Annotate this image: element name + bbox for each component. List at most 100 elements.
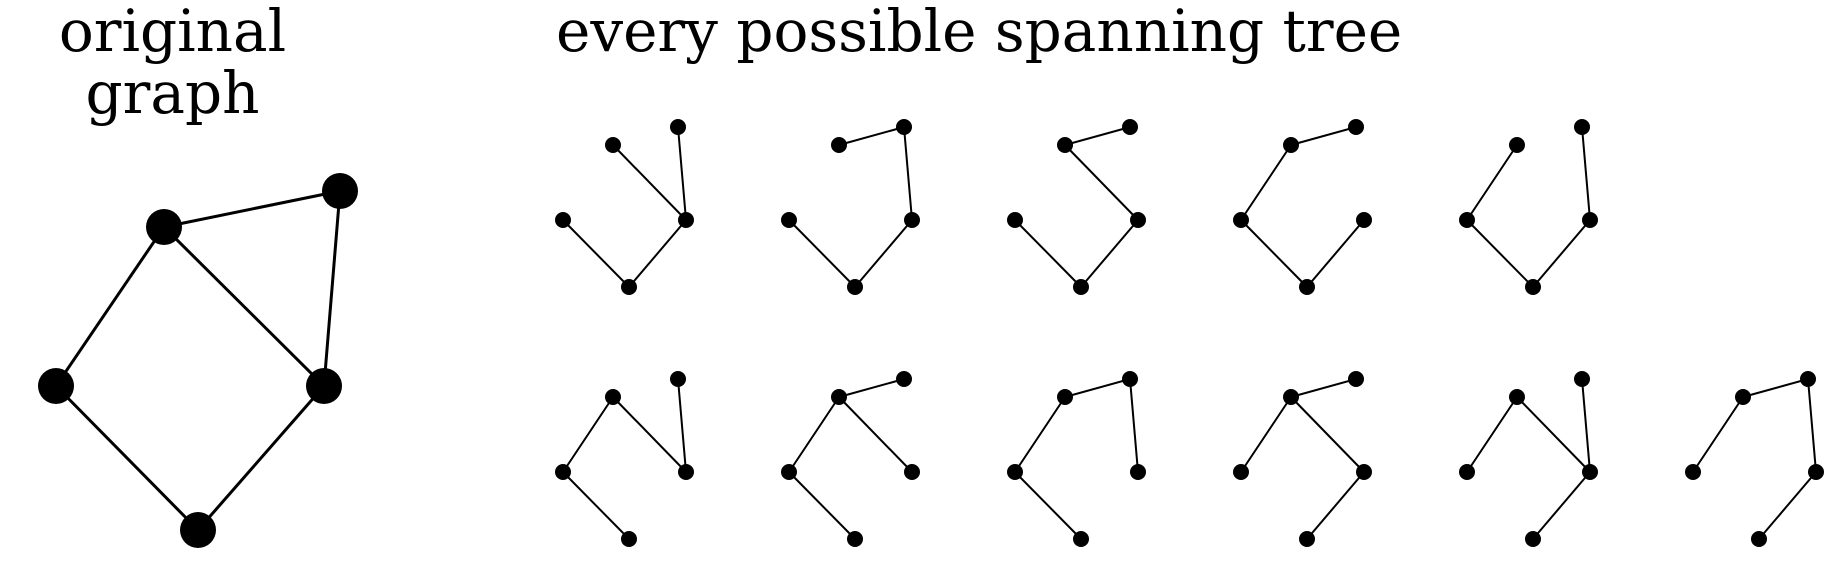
graph-edge-upper-left-right (162, 225, 326, 388)
tree-vertex-left (1459, 212, 1475, 228)
tree-vertex-bottom (1751, 531, 1767, 547)
spanning-tree-5 (1459, 119, 1598, 295)
tree-edge-upper-left-left (562, 396, 614, 473)
tree-vertex-bottom (1073, 531, 1089, 547)
tree-vertex-left (1233, 464, 1249, 480)
tree-edge-upper-left-top-right (1290, 126, 1357, 146)
tree-vertex-top-right (896, 371, 912, 387)
tree-vertex-top-right (1348, 371, 1364, 387)
tree-vertex-bottom (621, 531, 637, 547)
original-graph (38, 173, 358, 548)
spanning-trees-title: every possible spanning tree (556, 0, 1403, 65)
tree-vertex-right (1130, 464, 1146, 480)
tree-edge-upper-left-left (1014, 396, 1066, 473)
tree-vertex-bottom (847, 531, 863, 547)
tree-edge-left-bottom (562, 471, 630, 540)
tree-edge-upper-left-right (1290, 396, 1365, 473)
graph-edge-left-bottom (54, 384, 200, 532)
tree-vertex-right (1808, 464, 1824, 480)
original-graph-title-line2: graph (85, 59, 260, 127)
tree-vertex-left (1685, 464, 1701, 480)
tree-edge-left-bottom (1014, 219, 1082, 288)
tree-vertex-right (904, 464, 920, 480)
tree-vertex-upper-left (1735, 389, 1751, 405)
tree-edge-top-right-right (1129, 378, 1139, 473)
tree-vertex-top-right (1574, 371, 1590, 387)
tree-edge-upper-left-right (1516, 396, 1591, 473)
tree-edge-right-bottom (1306, 471, 1365, 540)
tree-vertex-top-right (1122, 119, 1138, 135)
tree-vertex-right (904, 212, 920, 228)
graph-edge-top-right-right (322, 190, 342, 387)
tree-vertex-right (1356, 212, 1372, 228)
tree-vertex-bottom (1299, 279, 1315, 295)
tree-edge-upper-left-top-right (1064, 378, 1131, 398)
tree-vertex-upper-left (1283, 137, 1299, 153)
tree-edge-right-bottom (854, 219, 913, 288)
tree-edge-top-right-right (903, 126, 913, 221)
tree-edge-upper-left-left (1466, 396, 1518, 473)
tree-vertex-upper-left (605, 389, 621, 405)
tree-vertex-right (1130, 212, 1146, 228)
tree-edge-upper-left-left (1692, 396, 1744, 473)
tree-vertex-bottom (1299, 531, 1315, 547)
tree-vertex-left (781, 464, 797, 480)
tree-edge-top-right-right (1581, 378, 1591, 473)
tree-vertex-right (1356, 464, 1372, 480)
tree-edge-right-bottom (1080, 219, 1139, 288)
tree-vertex-top-right (1800, 371, 1816, 387)
tree-vertex-top-right (896, 119, 912, 135)
spanning-tree-3 (1007, 119, 1146, 295)
tree-vertex-left (555, 464, 571, 480)
tree-edge-right-bottom (1306, 219, 1365, 288)
spanning-tree-2 (781, 119, 920, 295)
tree-vertex-left (1007, 212, 1023, 228)
tree-vertex-left (1459, 464, 1475, 480)
spanning-tree-6 (555, 371, 694, 547)
graph-edge-upper-left-top-right (163, 189, 341, 229)
graph-vertex-left (38, 368, 74, 404)
tree-vertex-left (1233, 212, 1249, 228)
tree-edge-right-bottom (1532, 471, 1591, 540)
tree-vertex-top-right (1574, 119, 1590, 135)
graph-vertex-top-right (322, 173, 358, 209)
tree-vertex-upper-left (831, 137, 847, 153)
tree-edge-upper-left-right (1064, 144, 1139, 221)
tree-edge-upper-left-top-right (838, 126, 905, 146)
original-graph-title: original graph (0, 0, 345, 124)
tree-vertex-upper-left (1057, 389, 1073, 405)
tree-vertex-left (1007, 464, 1023, 480)
tree-edge-right-bottom (1758, 471, 1817, 540)
tree-edge-right-bottom (1532, 219, 1591, 288)
tree-vertex-top-right (670, 371, 686, 387)
graph-vertex-upper-left (146, 209, 182, 245)
tree-vertex-left (781, 212, 797, 228)
original-graph-title-line1: original (58, 0, 287, 65)
tree-edge-upper-left-top-right (1742, 378, 1809, 398)
tree-edge-right-bottom (628, 219, 687, 288)
spanning-tree-10 (1459, 371, 1598, 547)
tree-edge-top-right-right (1807, 378, 1817, 473)
tree-vertex-left (555, 212, 571, 228)
tree-edge-top-right-right (677, 378, 687, 473)
spanning-tree-9 (1233, 371, 1372, 547)
tree-edge-upper-left-left (1240, 396, 1292, 473)
spanning-tree-8 (1007, 371, 1146, 547)
tree-edge-upper-left-top-right (838, 378, 905, 398)
tree-edge-upper-left-right (838, 396, 913, 473)
tree-vertex-bottom (1525, 531, 1541, 547)
tree-edge-left-bottom (788, 471, 856, 540)
tree-vertex-upper-left (1509, 137, 1525, 153)
spanning-tree-7 (781, 371, 920, 547)
tree-vertex-upper-left (831, 389, 847, 405)
graph-edge-upper-left-left (54, 226, 166, 387)
tree-edge-upper-left-top-right (1064, 126, 1131, 146)
tree-vertex-upper-left (1283, 389, 1299, 405)
graph-vertex-right (306, 368, 342, 404)
tree-vertex-upper-left (1509, 389, 1525, 405)
tree-vertex-top-right (1122, 371, 1138, 387)
tree-vertex-bottom (1073, 279, 1089, 295)
tree-vertex-upper-left (605, 137, 621, 153)
tree-edge-upper-left-right (612, 396, 687, 473)
